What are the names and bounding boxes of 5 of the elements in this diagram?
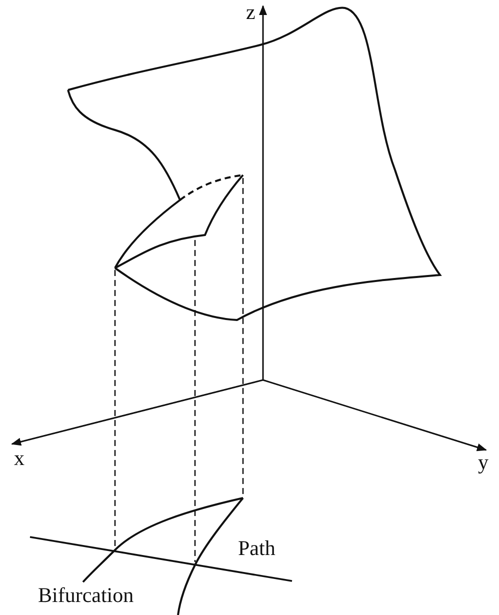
curve-label: Bifurcation [38, 585, 134, 606]
axis-label: y [478, 452, 488, 473]
axis-label: x [14, 448, 24, 469]
curve-label: Path [238, 538, 276, 559]
axis-label: z [246, 2, 256, 23]
